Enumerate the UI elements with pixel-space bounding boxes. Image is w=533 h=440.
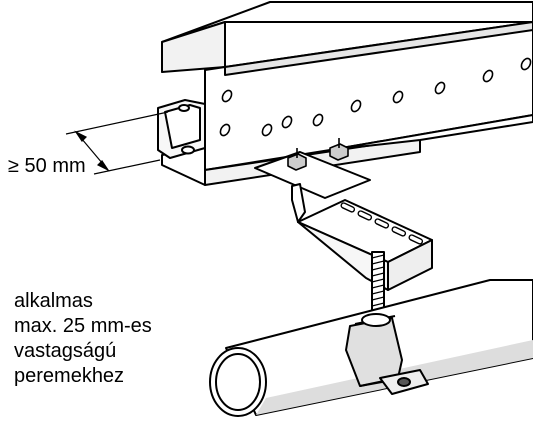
strut-channel-slots: [340, 202, 424, 245]
beam-holes-lower-row: [219, 123, 273, 137]
clamp-bolts: [287, 138, 349, 171]
beam-holes-upper-row: [221, 57, 532, 129]
beam-web-top-edge: [224, 21, 533, 76]
threaded-rod: [371, 251, 385, 317]
note-line: alkalmas: [14, 290, 93, 312]
note-line: max. 25 mm-es: [14, 315, 152, 337]
beam-bottom-flange-top: [329, 114, 533, 151]
suitability-note: alkalmas max. 25 mm-es vastagságú pereme…: [14, 289, 152, 389]
strut-channel-side: [297, 221, 389, 291]
dimension-lines: [65, 111, 169, 175]
note-line: peremekhez: [14, 365, 125, 387]
note-line: vastagságú: [14, 340, 117, 362]
pipe-end-inner: [215, 353, 261, 411]
dimension-label: ≥ 50 mm: [8, 155, 86, 177]
clamp-strap: [291, 183, 306, 223]
